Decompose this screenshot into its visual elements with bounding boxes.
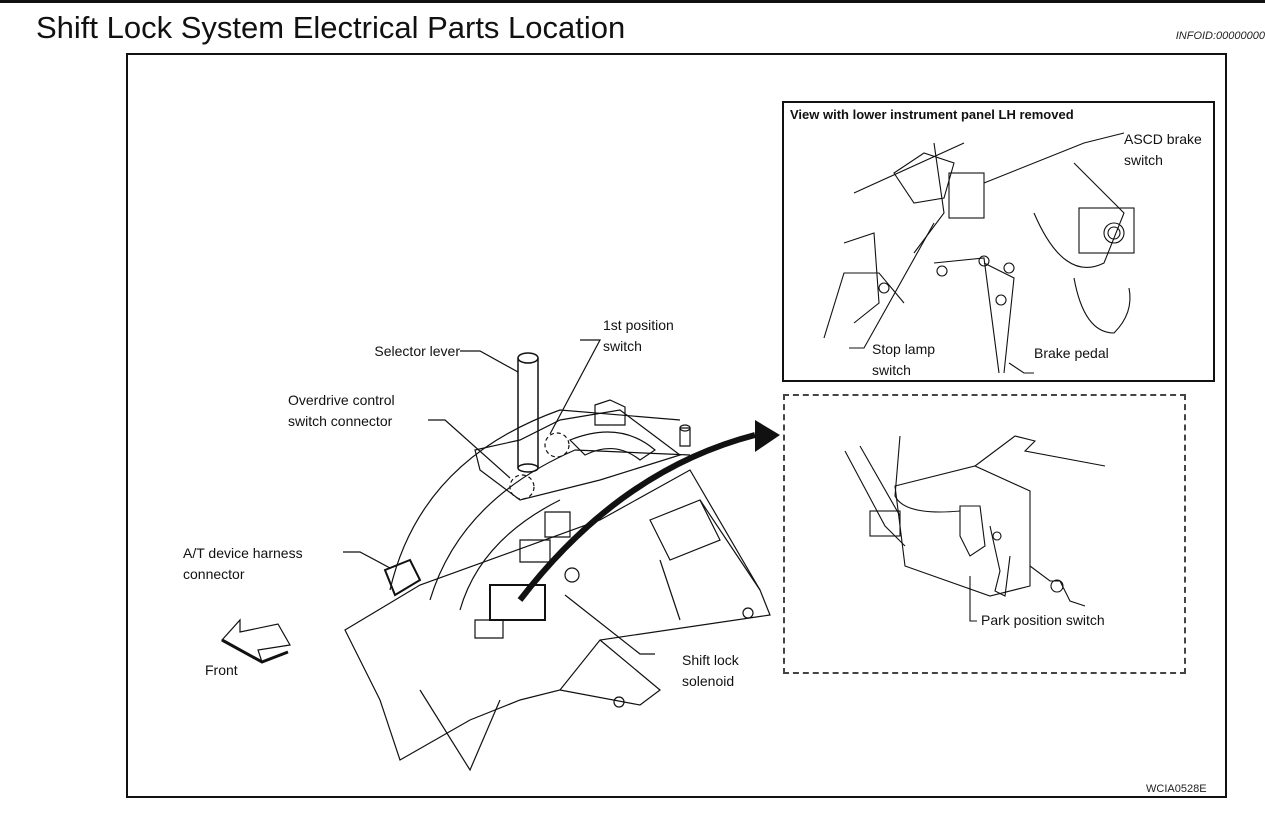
block-b (520, 540, 550, 562)
base-flange (560, 640, 660, 705)
brake-pedal-illustration (823, 132, 1135, 374)
page-title: Shift Lock System Electrical Parts Locat… (36, 10, 626, 45)
label-first-position-switch: 1st position switch (603, 317, 674, 354)
inset-brake-pedal-view: View with lower instrument panel LH remo… (782, 101, 1215, 382)
park-switch-illustration (844, 435, 1106, 622)
label-stop-lamp-switch: Stop lamp switch (872, 341, 936, 378)
top-rule (0, 0, 1265, 3)
label-brake-pedal: Brake pedal (1034, 345, 1109, 361)
label-at-harness-connector: A/T device harness connector (183, 545, 303, 582)
shift-lock-solenoid-shape (490, 585, 545, 620)
callout-arrowhead (755, 420, 780, 452)
gate-arc-outer (390, 410, 680, 590)
label-shift-lock-solenoid: Shift lock solenoid (682, 652, 739, 689)
label-overdrive-connector: Overdrive control switch connector (288, 392, 395, 429)
overdrive-connector-marker (510, 475, 534, 499)
inset-park-switch-view: Park position switch (783, 394, 1186, 674)
label-ascd-brake-switch: ASCD brake switch (1124, 131, 1202, 168)
label-selector-lever: Selector lever (374, 343, 460, 359)
front-arrow-icon (222, 620, 290, 662)
first-position-switch-marker (545, 433, 569, 457)
gate-arc-inner (430, 450, 690, 600)
label-park-position-switch: Park position switch (981, 612, 1105, 628)
info-id: INFOID:00000000 (1175, 30, 1265, 42)
selector-lever-shape (518, 358, 538, 468)
top-housing (475, 410, 680, 500)
block-a (545, 512, 570, 537)
label-front: Front (205, 662, 238, 678)
figure-id: WCIA0528E (1146, 783, 1207, 795)
inset-caption: View with lower instrument panel LH remo… (790, 107, 1074, 122)
at-connector-shape (385, 560, 420, 595)
figure-frame (126, 53, 1227, 798)
callout-arrow (520, 435, 755, 600)
